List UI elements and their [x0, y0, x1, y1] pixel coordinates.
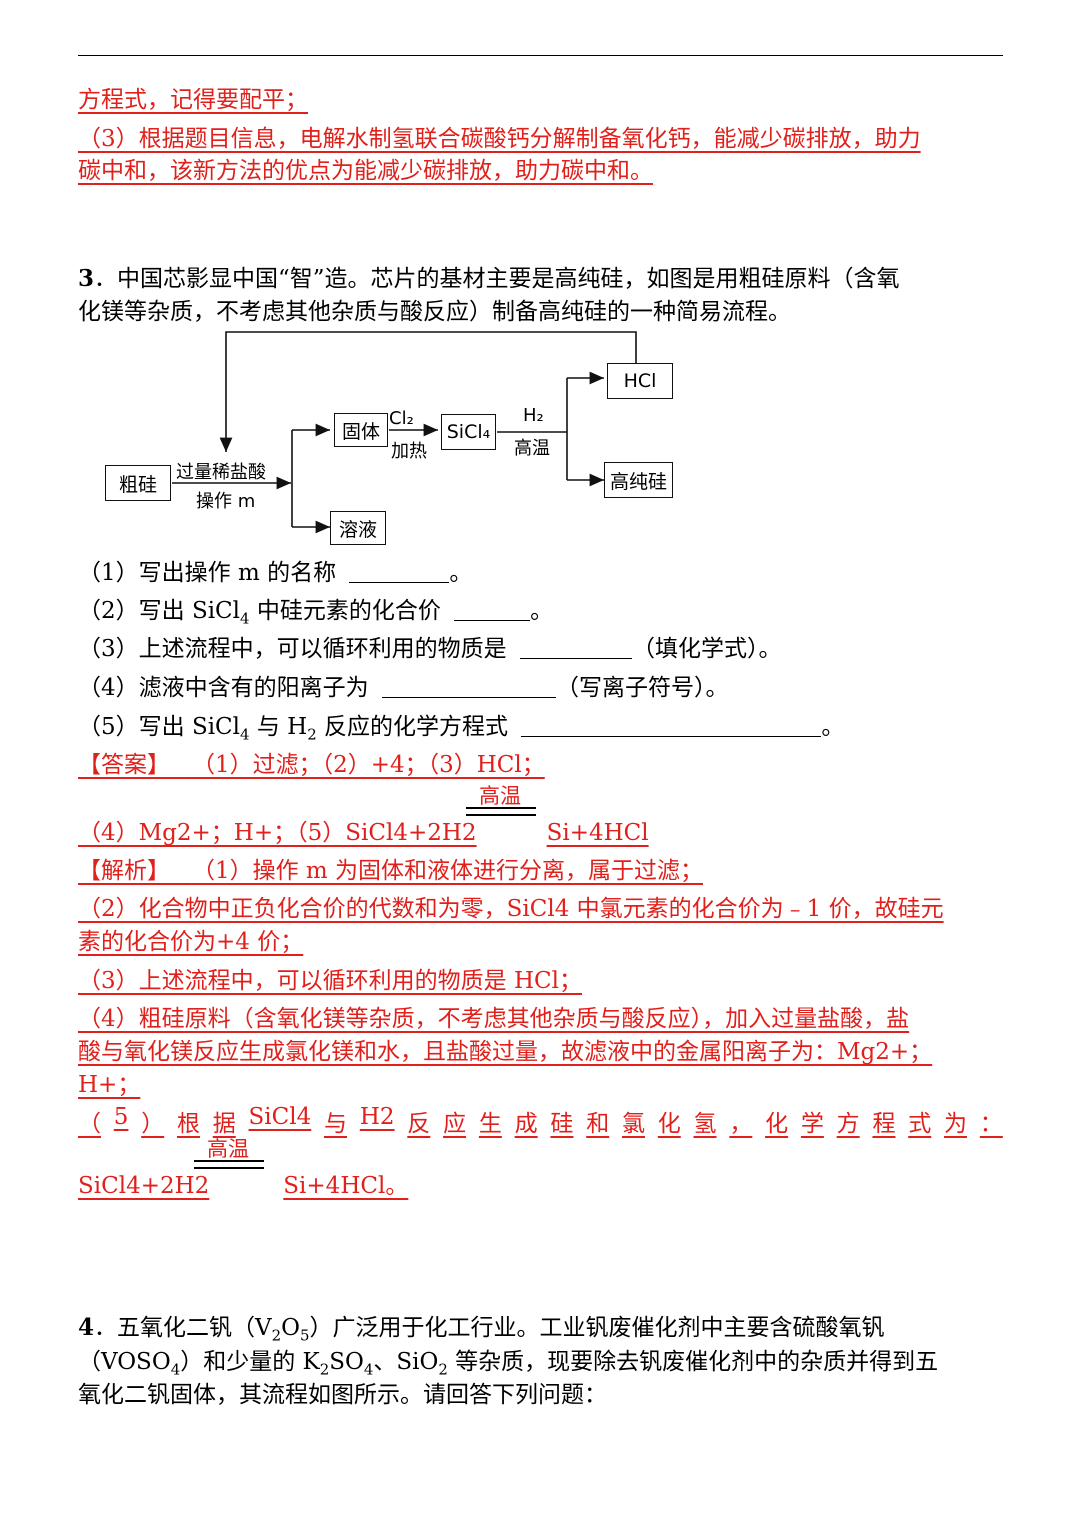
- question-4-line3: 氧化二钒固体，其流程如图所示。请回答下列问题：: [78, 1382, 607, 1408]
- stem-text: ．中国芯影显中国“智”造。芯片的基材主要是高纯硅，如图是用粗硅原料（含氧: [94, 266, 900, 292]
- cl2-label: Cl₂: [389, 408, 414, 429]
- pure-silicon-box: 高纯硅: [604, 462, 673, 498]
- answer-q3-line2: 碳中和，该新方法的优点为能减少碳排放，助力碳中和。: [78, 158, 653, 184]
- header-rule: [78, 55, 1003, 56]
- answer-line-1: 【答案】 （1）过滤；（2）+4；（3）HCl；: [78, 752, 545, 778]
- answer-blank-1[interactable]: [349, 581, 450, 583]
- sub-question-5: （5）写出 SiCl4 与 H2 反应的化学方程式 。: [78, 714, 845, 744]
- operation-m-label: 操作 m: [196, 491, 256, 512]
- sub-question-1: （1）写出操作 m 的名称 。: [78, 560, 473, 586]
- analysis-line-1: 【解析】 （1）操作 m 为固体和液体进行分离，属于过滤；: [78, 858, 704, 884]
- analysis-p2-line1: （2）化合物中正负化合价的代数和为零，SiCl4 中氯元素的化合价为﹣1 价，故…: [78, 896, 944, 922]
- analysis-p3: （3）上述流程中，可以循环利用的物质是 HCl；: [78, 968, 582, 994]
- analysis-equals-double-line: [194, 1160, 264, 1169]
- question-number: 4: [78, 1314, 95, 1341]
- answer-blank-3[interactable]: [519, 657, 632, 659]
- analysis-condition: 高温: [207, 1137, 249, 1161]
- heat-label: 加热: [391, 441, 427, 462]
- sub-question-3: （3）上述流程中，可以循环利用的物质是 （填化学式）。: [78, 636, 782, 662]
- sub-question-4: （4）滤液中含有的阳离子为 （写离子符号）。: [78, 675, 729, 701]
- question-4-line1: 4．五氧化二钒（V2O5）广泛用于化工行业。工业钒废催化剂中主要含硫酸氧钒: [78, 1314, 885, 1345]
- answer-blank-2[interactable]: [454, 619, 531, 621]
- solution-box: 溶液: [330, 511, 386, 545]
- solid-box: 固体: [334, 413, 388, 447]
- h2-label: H₂: [523, 405, 544, 426]
- question-4-line2: （VOSO4）和少量的 K2SO4、SiO2 等杂质，现要除去钒废催化剂中的杂质…: [78, 1349, 939, 1379]
- equals-double-line: [466, 807, 536, 816]
- hcl-box: HCl: [607, 363, 673, 399]
- analysis-p4-line3: H+；: [78, 1072, 141, 1098]
- analysis-p2-line2: 素的化合价为+4 价；: [78, 929, 304, 955]
- question-number: 3: [78, 265, 95, 292]
- answer-q3-line1: （3）根据题目信息，电解水制氢联合碳酸钙分解制备氧化钙，能减少碳排放，助力: [78, 126, 921, 152]
- answer-tag: 【答案】: [78, 752, 170, 778]
- flow-diagram: 粗硅 过量稀盐酸 操作 m 固体 溶液 Cl₂ 加热 SiCl₄ H₂ 高温 H…: [0, 0, 1080, 560]
- analysis-p4-line1: （4）粗硅原料（含氧化镁等杂质，不考虑其他杂质与酸反应），加入过量盐酸，盐: [78, 1006, 910, 1032]
- crude-silicon-box: 粗硅: [105, 465, 171, 501]
- analysis-tag: 【解析】: [78, 858, 170, 884]
- answer-blank-4[interactable]: [381, 696, 556, 698]
- high-temp-label: 高温: [514, 438, 550, 459]
- reagent-label: 过量稀盐酸: [176, 462, 266, 483]
- flow-arrows: [172, 331, 637, 534]
- question-3-stem-line2: 化镁等杂质，不考虑其他杂质与酸反应）制备高纯硅的一种简易流程。: [78, 299, 791, 325]
- answer-continuation-line: 方程式，记得要配平；: [78, 87, 308, 113]
- sub-question-2: （2）写出 SiCl4 中硅元素的化合价 。: [78, 598, 554, 628]
- answer-blank-5[interactable]: [521, 735, 822, 737]
- analysis-p4-line2: 酸与氧化镁反应生成氯化镁和水，且盐酸过量，故滤液中的金属阳离子为：Mg2+；: [78, 1039, 933, 1065]
- question-3-stem-line1: 3．中国芯影显中国“智”造。芯片的基材主要是高纯硅，如图是用粗硅原料（含氧: [78, 259, 900, 293]
- sicl4-box: SiCl₄: [441, 414, 496, 450]
- answer-condition: 高温: [479, 784, 521, 808]
